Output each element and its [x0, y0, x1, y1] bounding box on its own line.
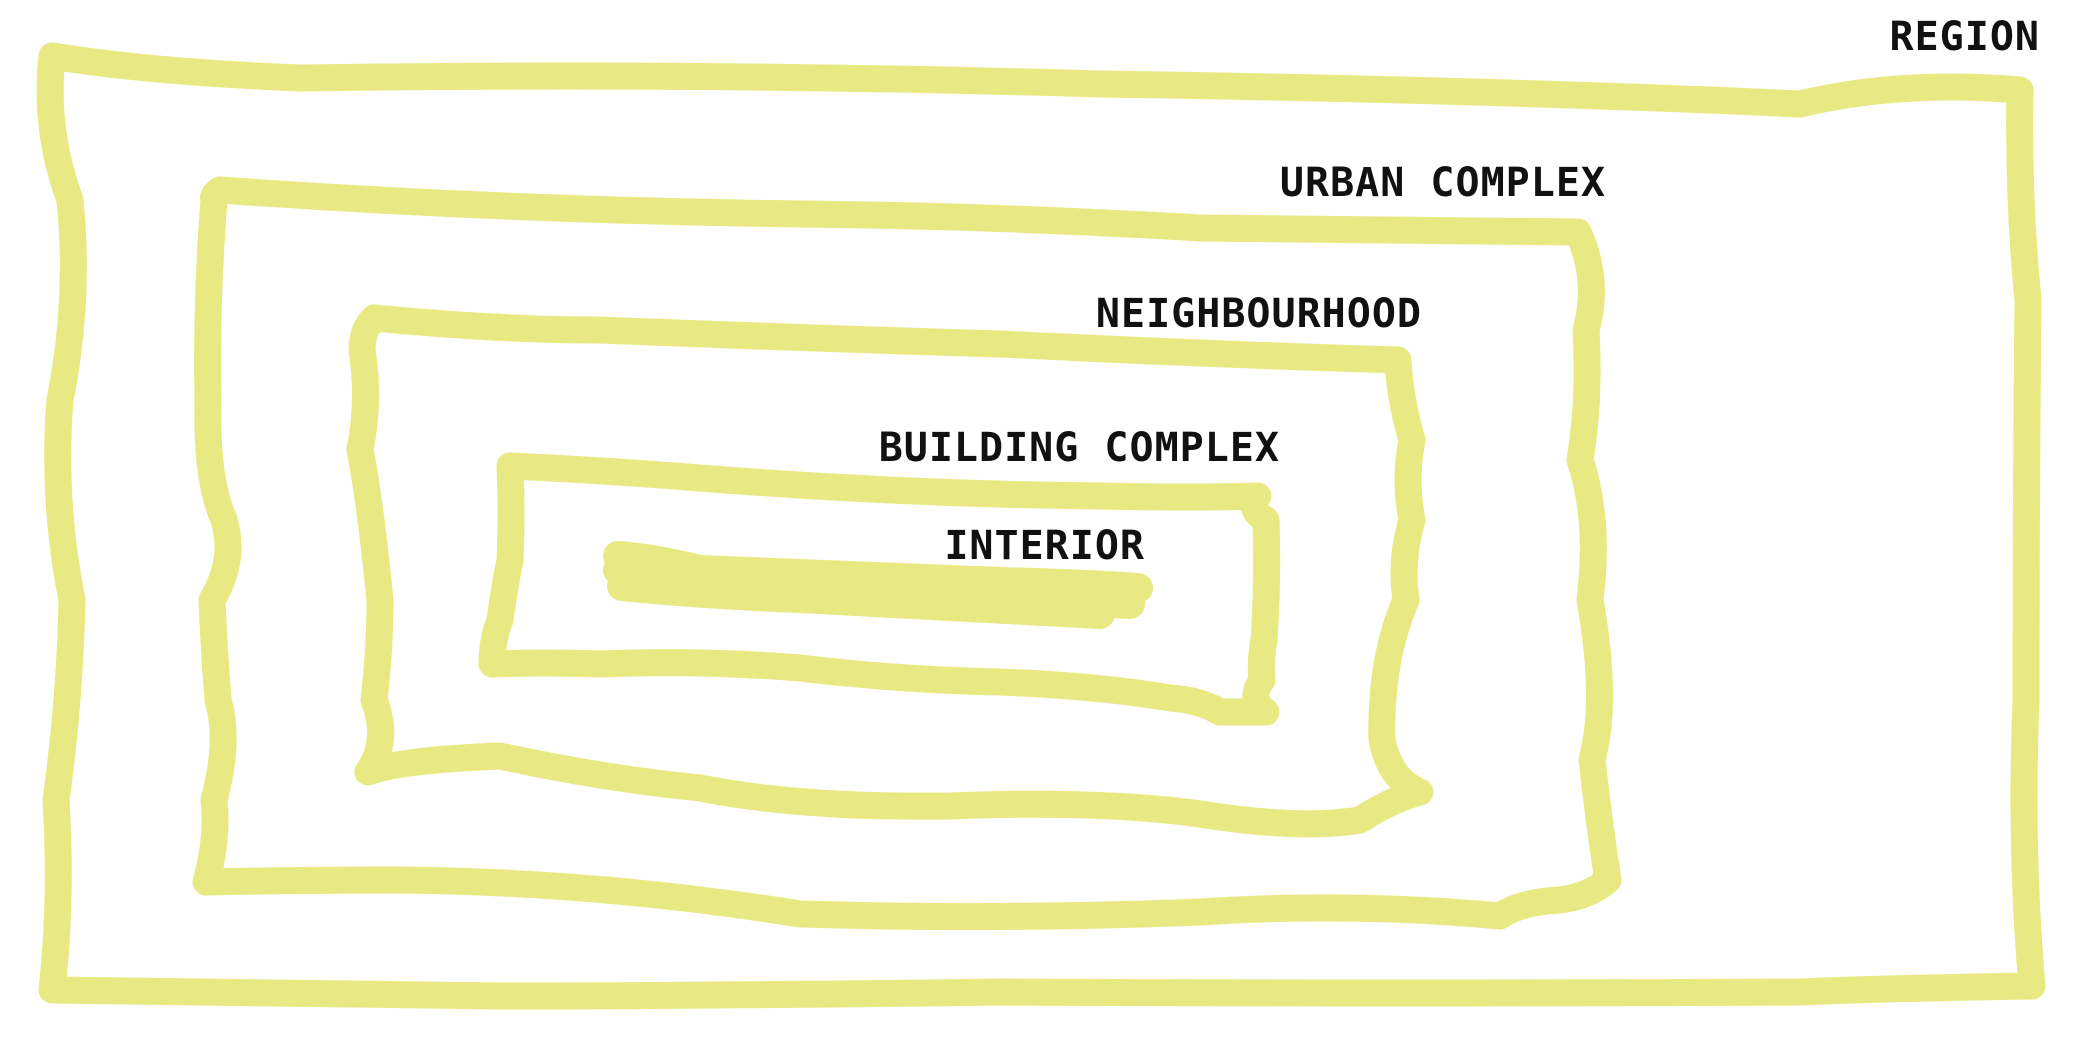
neighbourhood-outline: [346, 304, 1434, 838]
urban-complex-label: URBAN COMPLEX: [1280, 160, 1606, 206]
urban-complex-outline: [192, 176, 1622, 931]
interior-scribble: [603, 541, 1153, 629]
building-complex-label: BUILDING COMPLEX: [879, 425, 1280, 471]
neighbourhood-label: NEIGHBOURHOOD: [1096, 291, 1422, 337]
region-label: REGION: [1890, 14, 2041, 60]
region-outline: [36, 42, 2046, 1010]
interior-label: INTERIOR: [944, 523, 1145, 569]
building-complex-outline: [478, 452, 1281, 726]
